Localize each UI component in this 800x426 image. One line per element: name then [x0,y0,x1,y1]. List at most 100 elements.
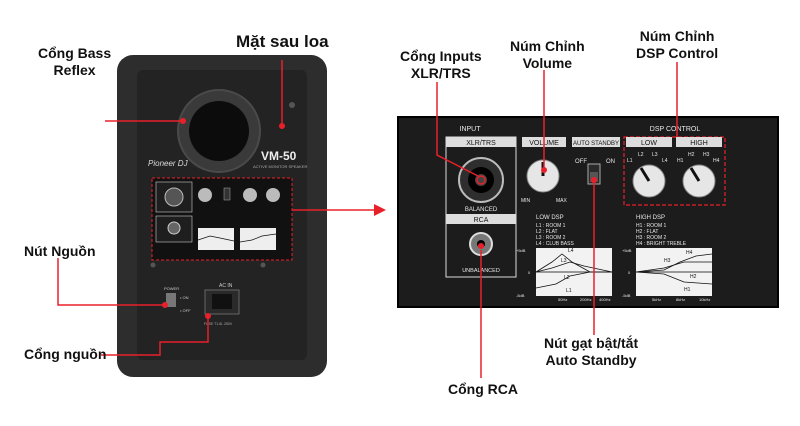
high-curve-h3 [635,261,712,273]
high-dsp-knob-pointer [689,167,701,182]
rca-label: RCA [474,217,489,224]
low-curve-label: L4 [568,248,574,254]
ac-inlet [212,294,232,309]
low-label: LOW [641,140,657,147]
high-knob-label: H3 [703,152,710,158]
mini-ac-in-label: AC IN [219,283,233,289]
mini-rca-jack [167,221,181,235]
callout-line: Nút gạt bật/tắt [544,335,639,351]
mini-volume-knob [198,188,212,202]
dot-volume [541,167,547,173]
volume-min-label: MIN [521,198,531,204]
high-label: HIGH [690,140,708,147]
mini-xlr-jack [164,187,184,207]
input-title: INPUT [460,126,482,133]
callout-line: DSP Control [636,45,719,61]
callout-dsp: Núm Chỉnh DSP Control [636,28,718,62]
high-dsp-item: H2 : FLAT [636,229,658,235]
left-callout-lines [57,60,374,356]
rca-header [446,214,516,224]
bass-reflex-port [189,101,249,161]
dot-back-panel [279,123,285,129]
dsp-dashed-box [623,136,726,206]
low-curve-l1 [535,271,612,289]
mini-power-off: • OFF [180,308,191,313]
high-knob-label: H4 [713,158,720,164]
high-curve-h4 [635,253,713,273]
callout-line: Reflex [53,62,96,78]
high-curve-label: H4 [686,250,693,256]
low-graph-y-bot: -5dB [516,293,525,298]
callout-power-port: Cổng nguồn [24,346,107,362]
low-knob-label: L4 [662,158,668,164]
brand-logo: Pioneer DJ [148,159,189,168]
callout-line: Volume [522,55,573,71]
high-graph-y-top: +5dB [622,248,632,253]
callout-line: Auto Standby [545,352,637,368]
high-graph-y-mid: 0 [628,270,631,275]
low-graph-x-tick: 200Hz [580,297,592,302]
dot-inputs [476,175,486,185]
mini-power-on: • ON [180,295,189,300]
line-power-port [101,316,209,356]
low-dsp-item: L4 : CLUB BASS [536,241,574,247]
low-dsp-title: LOW DSP [536,215,564,221]
mini-high-knob [266,188,280,202]
low-knob-label: L2 [638,152,644,158]
low-dsp-knob-pointer [639,167,651,182]
right-callout-lines [436,62,678,378]
high-graph-y-bot: -5dB [622,293,631,298]
high-knob-label: H1 [677,158,684,164]
model-label: VM-50 [261,149,297,163]
callout-line: Núm Chỉnh [639,28,715,44]
high-curve-label: H3 [664,258,671,264]
dot-rca [478,243,484,249]
mini-low-graph [198,228,234,250]
low-curve-label: L3 [561,258,567,264]
high-curve-h1 [635,271,713,285]
mini-standby-switch [223,187,231,201]
mini-high-curve [239,233,277,243]
low-knob-label: L3 [652,152,658,158]
speaker-back: Pioneer DJ VM-50 ACTIVE MONITOR SPEAKER … [117,55,327,377]
power-switch [166,293,176,307]
standby-off-label: OFF [575,159,587,165]
callout-inputs: Cổng Inputs XLR/TRS [400,48,482,82]
line-power-switch [57,258,165,306]
zoomed-panel: INPUT XLR/TRS BALANCED RCA UNBALANCED VO… [397,116,779,308]
zoom-arrow-head [374,204,386,216]
low-graph-y-mid: 0 [528,270,531,275]
low-graph-x-tick: 400Hz [599,297,611,302]
high-curve-label: H1 [684,287,691,293]
high-dsp-item: H4 : BRIGHT TREBLE [636,241,687,247]
high-curve-label: H2 [690,274,697,280]
callout-line: Núm Chỉnh [510,38,585,54]
high-dsp-item: H1 : ROOM 1 [636,223,667,229]
callout-line: XLR/TRS [410,65,471,81]
balanced-label: BALANCED [465,207,498,213]
dot-power-port [205,313,211,319]
screw [150,262,156,268]
mini-low-knob [243,188,257,202]
high-graph-x-tick: 5kHz [652,297,661,302]
low-dsp-item: L2 : FLAT [536,229,558,235]
mini-low-curve [197,235,235,242]
line-inputs [436,82,479,177]
volume-max-label: MAX [556,198,568,204]
mini-power-label: POWER [164,286,179,291]
dot-power-switch [162,302,168,308]
low-graph-x-tick: 50Hz [558,297,567,302]
high-graph-x-tick: 10kHz [699,297,710,302]
mini-high-graph [240,228,276,250]
low-dsp-item: L1 : ROOM 1 [536,223,566,229]
standby-on-label: ON [606,159,615,165]
low-dsp-item: L3 : ROOM 2 [536,235,566,241]
screw [289,102,295,108]
auto-standby-label: AUTO STANDBY [573,141,619,147]
low-curve-label: L2 [564,275,570,281]
model-subtitle: ACTIVE MONITOR SPEAKER [253,164,307,169]
callout-line: Cổng Inputs [400,48,482,64]
high-knob-label: H2 [688,152,695,158]
callout-line: Cổng Bass [38,45,112,61]
